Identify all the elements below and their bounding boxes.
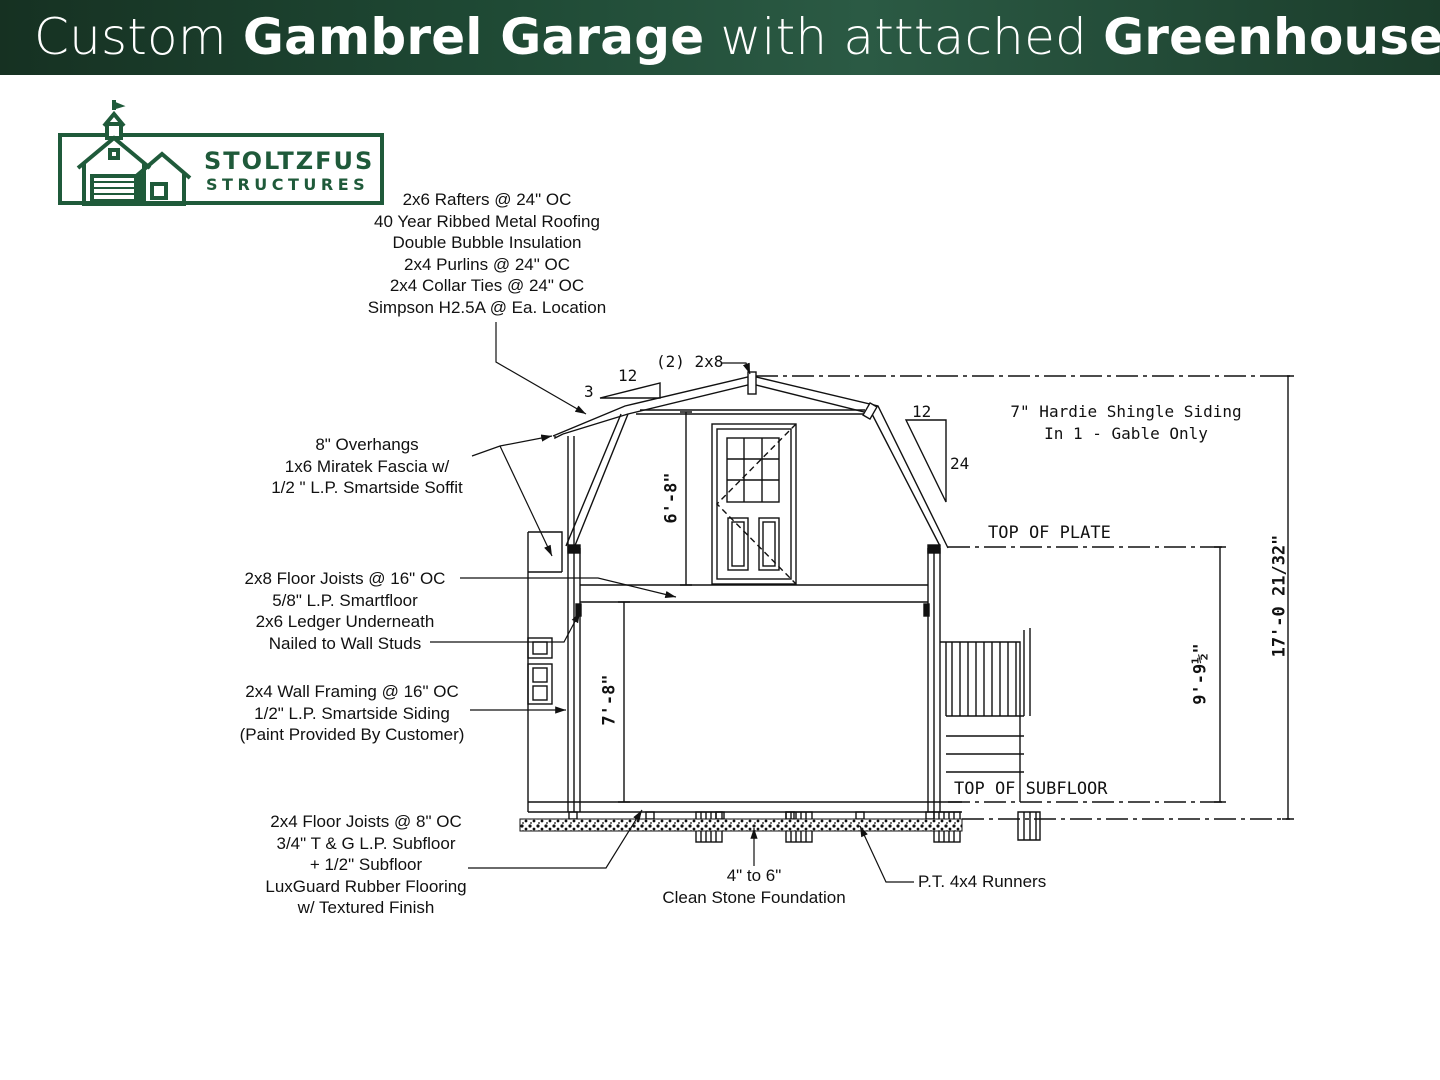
runners-note-line: P.T. 4x4 Runners	[918, 872, 1047, 891]
title-part-1: Custom	[34, 8, 243, 66]
left-lower-rafter	[573, 413, 629, 549]
overhang-note-line: 1x6 Miratek Fascia w/	[284, 456, 450, 476]
roof-note-line: 40 Year Ribbed Metal Roofing	[374, 211, 600, 231]
floor-joist-note: 2x8 Floor Joists @ 16" OC 5/8" L.P. Smar…	[226, 568, 464, 654]
ridge-label: (2) 2x8	[656, 352, 724, 371]
floor-joist-note-line: 5/8" L.P. Smartfloor	[272, 590, 418, 610]
siding-label-line: 7" Hardie Shingle Siding	[1010, 402, 1242, 421]
ridge-leader	[722, 362, 751, 375]
overhang-note-line: 1/2 " L.P. Smartside Soffit	[271, 478, 463, 498]
subfloor-note-line: 3/4" T & G L.P. Subfloor	[276, 833, 456, 853]
top-of-subfloor-label: TOP OF SUBFLOOR	[954, 779, 1108, 799]
ridge-board	[747, 371, 757, 395]
wall-height-dimension: 9'-9½"	[1190, 643, 1211, 705]
overhang-note: 8" Overhangs 1x6 Miratek Fascia w/ 1/2 "…	[250, 434, 484, 499]
company-logo: STOLTZFUS STRUCTURES	[58, 100, 390, 212]
roof-leader	[495, 322, 587, 415]
subfloor-note-line: LuxGuard Rubber Flooring	[265, 876, 467, 896]
title-part-2: Gambrel Garage	[242, 8, 705, 66]
roof-note: 2x6 Rafters @ 24" OC 40 Year Ribbed Meta…	[345, 189, 629, 319]
ledger-leader	[430, 611, 581, 643]
subfloor-note-line: + 1/2" Subfloor	[309, 855, 423, 875]
stone-foundation	[519, 818, 963, 832]
lower-pitch-rise-label: 24	[950, 454, 970, 473]
wall-note-line: (Paint Provided By Customer)	[239, 725, 465, 745]
title-part-4: Greenhouse	[1103, 8, 1440, 66]
foundation-note-line: 4" to 6"	[726, 866, 782, 885]
subfloor-leader	[468, 809, 643, 869]
floor-joist-note-line: Nailed to Wall Studs	[268, 633, 422, 653]
foundation-note-line: Clean Stone Foundation	[662, 887, 846, 907]
wall-note-line: 1/2" L.P. Smartside Siding	[254, 703, 450, 723]
overhang-note-line: 8" Overhangs	[315, 435, 419, 454]
title-part-3: with atttached	[704, 8, 1104, 66]
roof-note-line: 2x4 Collar Ties @ 24" OC	[389, 276, 585, 296]
top-of-plate-label: TOP OF PLATE	[988, 523, 1111, 543]
floor-joist-leader	[460, 577, 677, 598]
runner-leader	[859, 825, 914, 883]
total-height-dimension: 17'-0 21/32"	[1269, 534, 1290, 658]
lower-pitch-triangle	[904, 419, 947, 503]
upper-pitch-run-label: 12	[618, 366, 638, 385]
wall-note-line: 2x4 Wall Framing @ 16" OC	[245, 682, 459, 701]
page-title: Custom Gambrel Garage with atttached Gre…	[34, 2, 1440, 72]
roof-outline	[552, 375, 949, 549]
siding-label-line: In 1 - Gable Only	[1044, 424, 1208, 443]
first-floor-height-dimension: 7'-8"	[599, 674, 620, 726]
roof-note-line: 2x4 Purlins @ 24" OC	[404, 254, 570, 274]
wall-note: 2x4 Wall Framing @ 16" OC 1/2" L.P. Smar…	[222, 681, 482, 746]
title-banner: Custom Gambrel Garage with atttached Gre…	[0, 0, 1440, 75]
logo-name-line1: STOLTZFUS	[204, 147, 375, 175]
overhang-leader	[471, 434, 553, 457]
upper-pitch-rise-label: 3	[584, 382, 594, 401]
roof-note-line: Double Bubble Insulation	[392, 233, 582, 253]
barn-logo-icon	[76, 100, 192, 206]
subfloor-note-line: 2x4 Floor Joists @ 8" OC	[270, 812, 462, 831]
roof-note-line: 2x6 Rafters @ 24" OC	[402, 190, 572, 209]
subfloor-note: 2x4 Floor Joists @ 8" OC 3/4" T & G L.P.…	[246, 811, 486, 919]
lower-pitch-run-label: 12	[912, 402, 932, 421]
floor-joist-note-line: 2x6 Ledger Underneath	[255, 612, 435, 632]
runners-note: P.T. 4x4 Runners	[918, 871, 1064, 893]
loft-door	[711, 423, 797, 585]
upper-pitch-triangle	[599, 382, 661, 399]
siding-label: 7" Hardie Shingle Siding In 1 - Gable On…	[1004, 401, 1248, 445]
loft-height-dimension: 6'-8"	[661, 472, 682, 524]
logo-name-line2: STRUCTURES	[206, 175, 370, 194]
foundation-note: 4" to 6" Clean Stone Foundation	[644, 865, 864, 908]
subfloor-note-line: w/ Textured Finish	[297, 898, 435, 918]
roof-note-line: Simpson H2.5A @ Ea. Location	[367, 297, 607, 317]
floor-joist-note-line: 2x8 Floor Joists @ 16" OC	[244, 569, 446, 588]
